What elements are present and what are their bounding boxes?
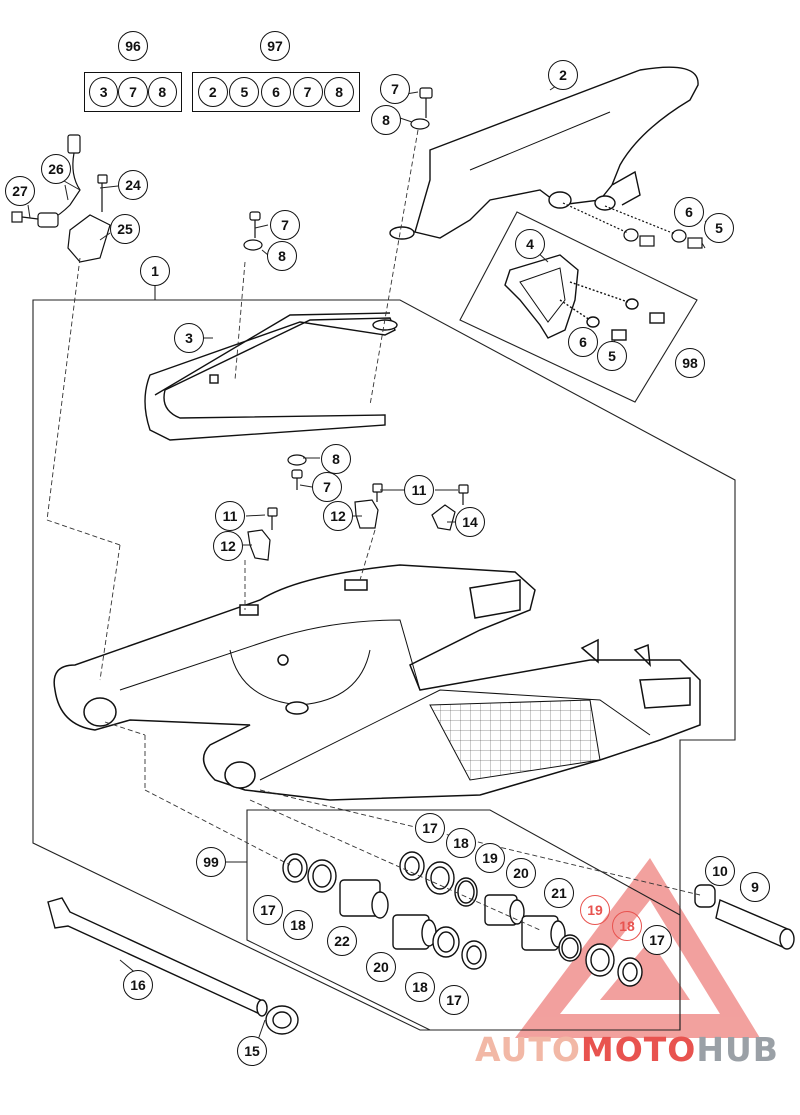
callout-part-7c: 7 <box>312 472 342 502</box>
kit-box-96: 3 7 8 <box>84 72 182 112</box>
clips <box>243 211 469 561</box>
callout-part-6b: 6 <box>568 327 598 357</box>
watermark-part-3: HUB <box>696 1030 779 1069</box>
callout-part-98: 98 <box>675 348 705 378</box>
callout-part-10: 10 <box>705 856 735 886</box>
kit-label-97: 97 <box>260 31 290 61</box>
callout-part-2: 2 <box>548 60 578 90</box>
callout-part-12b: 12 <box>323 501 353 531</box>
kit97-item-4: 7 <box>292 77 323 107</box>
callout-part-14: 14 <box>455 507 485 537</box>
callout-part-19b: 19 <box>580 895 610 925</box>
callout-part-7a: 7 <box>380 74 410 104</box>
callout-part-1: 1 <box>140 256 170 286</box>
callout-part-22: 22 <box>327 926 357 956</box>
callout-part-11a: 11 <box>215 501 245 531</box>
callout-part-12a: 12 <box>213 531 243 561</box>
callout-part-20b: 20 <box>366 952 396 982</box>
assembly-lines <box>46 129 701 931</box>
callout-part-25: 25 <box>110 214 140 244</box>
callout-part-7b: 7 <box>270 210 300 240</box>
callout-part-16: 16 <box>123 970 153 1000</box>
callout-part-5a: 5 <box>704 213 734 243</box>
callout-part-8c: 8 <box>321 444 351 474</box>
group-outline-98 <box>459 211 698 403</box>
callout-part-8b: 8 <box>267 241 297 271</box>
axle-16 <box>47 897 299 1035</box>
callout-part-18b: 18 <box>283 910 313 940</box>
callout-part-17d: 17 <box>642 925 672 955</box>
callout-part-18c: 18 <box>405 972 435 1002</box>
callout-part-99: 99 <box>196 847 226 877</box>
chain-guard-2 <box>389 66 699 240</box>
swingarm-1 <box>53 564 701 801</box>
callout-part-4: 4 <box>515 229 545 259</box>
kit97-item-2: 5 <box>229 77 260 107</box>
group-outline-1 <box>32 299 736 1031</box>
callout-part-24: 24 <box>118 170 148 200</box>
callout-part-21: 21 <box>544 878 574 908</box>
bearings-group <box>282 851 795 987</box>
watermark-part-1: AUTO <box>475 1030 581 1069</box>
callout-part-18a: 18 <box>446 828 476 858</box>
callout-part-3: 3 <box>174 323 204 353</box>
bolts-group-2 <box>410 87 703 249</box>
kit97-item-1: 2 <box>197 77 228 107</box>
kit96-item-2: 7 <box>118 77 148 107</box>
callout-part-5b: 5 <box>597 341 627 371</box>
kit96-item-1: 3 <box>89 77 119 107</box>
callout-part-20a: 20 <box>506 858 536 888</box>
callout-part-6a: 6 <box>674 197 704 227</box>
callout-part-27: 27 <box>5 176 35 206</box>
callout-part-15: 15 <box>237 1036 267 1066</box>
kit97-item-3: 6 <box>260 77 291 107</box>
callout-part-9: 9 <box>740 872 770 902</box>
callout-part-17b: 17 <box>253 895 283 925</box>
callout-part-17c: 17 <box>439 985 469 1015</box>
kit96-item-3: 8 <box>147 77 177 107</box>
kit97-item-5: 8 <box>324 77 355 107</box>
callout-part-26: 26 <box>41 154 71 184</box>
callout-part-19a: 19 <box>475 843 505 873</box>
watermark-text: AUTOMOTOHUB <box>475 1030 779 1069</box>
watermark-part-2: MOTO <box>580 1030 697 1069</box>
callout-part-8a: 8 <box>371 105 401 135</box>
callout-part-17a: 17 <box>415 813 445 843</box>
group-outline-99 <box>246 809 681 1031</box>
kit-box-97: 2 5 6 7 8 <box>192 72 360 112</box>
plate-4 <box>504 254 665 341</box>
kit-label-96: 96 <box>118 31 148 61</box>
callout-part-11b: 11 <box>404 475 434 505</box>
callout-part-18d: 18 <box>612 911 642 941</box>
